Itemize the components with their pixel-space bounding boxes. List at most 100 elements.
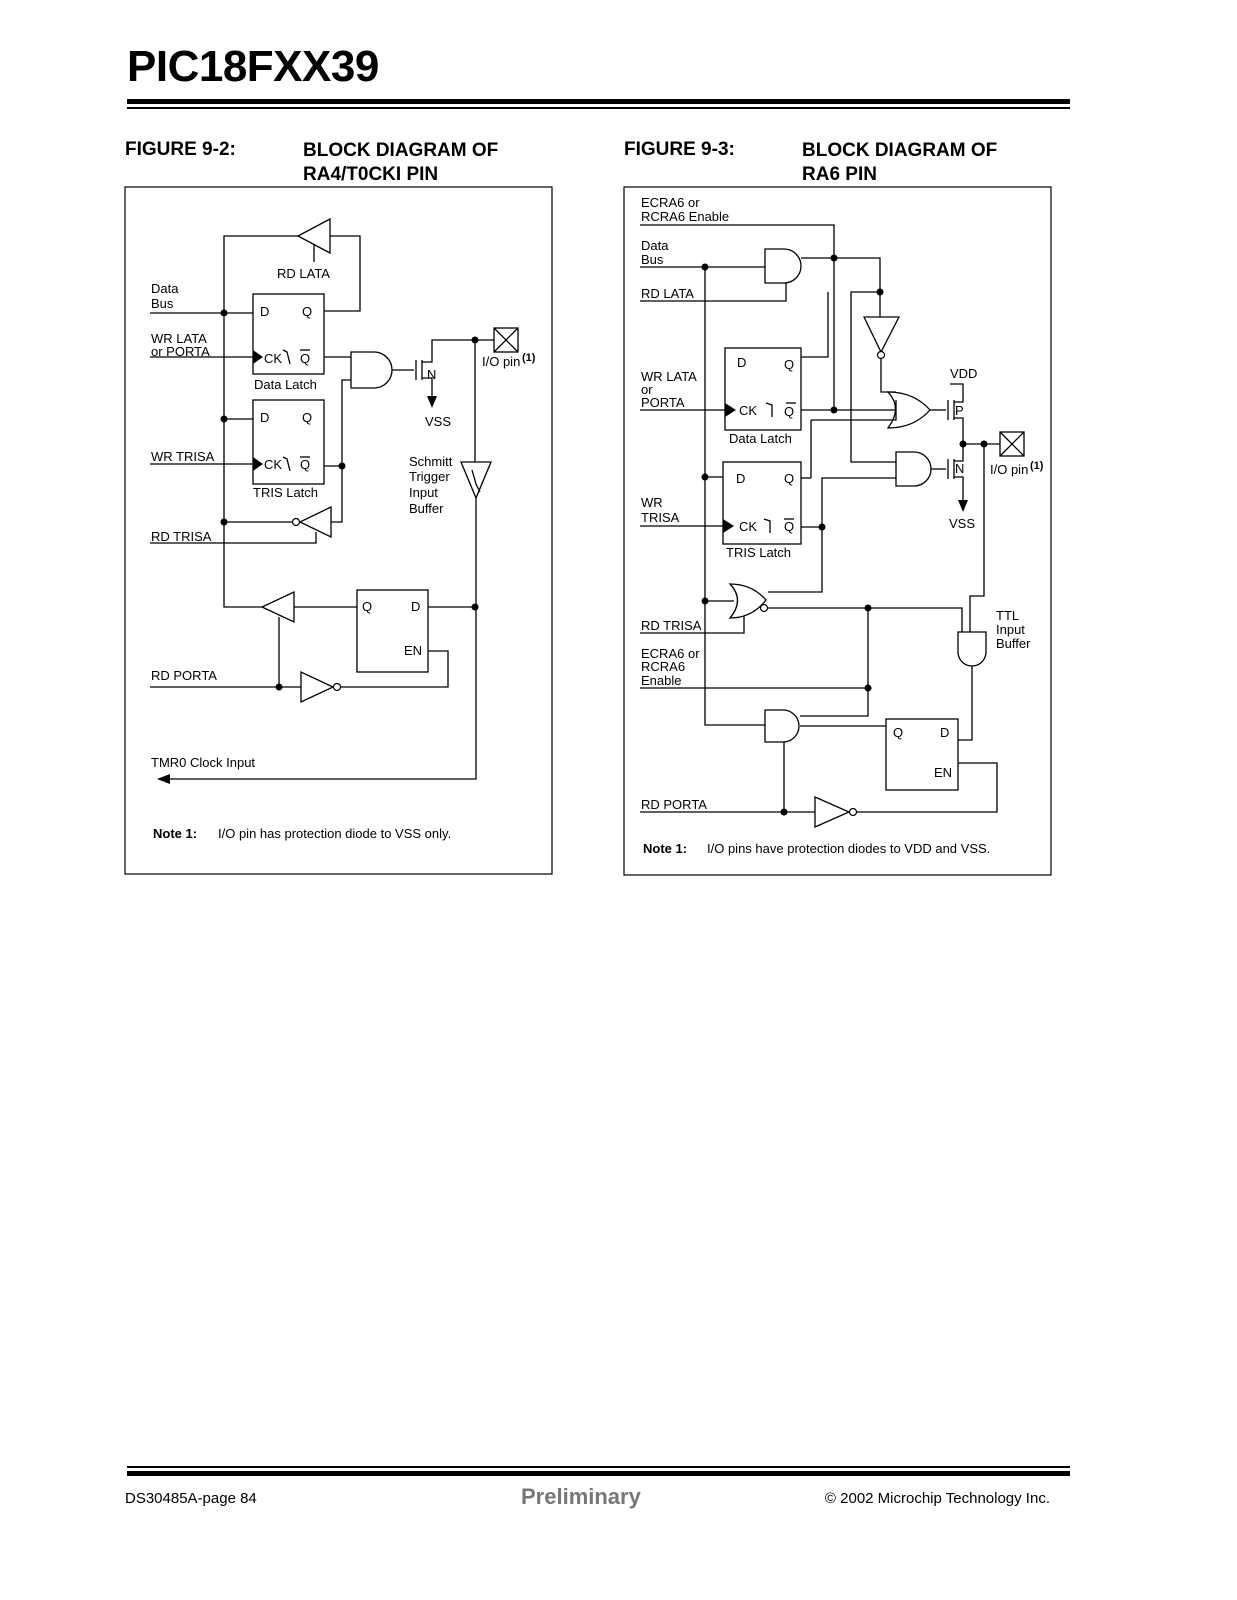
- figure-9-2-label: FIGURE 9-2:: [125, 139, 236, 160]
- label-wr-trisa: WR TRISA: [151, 449, 215, 464]
- label-ecra6b-3: Enable: [641, 673, 681, 688]
- tris-latch-qbar: Q: [300, 457, 310, 472]
- label-schmitt-3: Input: [409, 485, 438, 500]
- label-vss-2: VSS: [949, 516, 975, 531]
- ecra6-inverter: [862, 316, 901, 354]
- footer-copyright: © 2002 Microchip Technology Inc.: [824, 1490, 1050, 1507]
- label-trisa-2: TRISA: [641, 510, 680, 525]
- label-data-2: Data: [641, 238, 669, 253]
- label-rd-porta-2: RD PORTA: [641, 797, 707, 812]
- data-latch-ck: CK: [264, 351, 282, 366]
- figure-9-2-title: BLOCK DIAGRAM OF RA4/T0CKI PIN: [303, 139, 498, 187]
- figure-9-2-diagram: RD LATA Data Bus WR LATA or PORTA D Q CK…: [124, 186, 553, 875]
- tris-latch-2-d: D: [736, 471, 745, 486]
- data-latch-qbar: Q: [300, 351, 310, 366]
- data-latch-box-2: [724, 347, 802, 431]
- input-latch-2-en: EN: [934, 765, 952, 780]
- input-latch-q: Q: [362, 599, 372, 614]
- data-latch-q: Q: [302, 304, 312, 319]
- label-vss: VSS: [425, 414, 451, 429]
- label-tris-latch: TRIS Latch: [253, 485, 318, 500]
- input-latch-d: D: [411, 599, 420, 614]
- tris-latch-ck: CK: [264, 457, 282, 472]
- figure-9-3-note-text: I/O pins have protection diodes to VDD a…: [707, 841, 990, 856]
- figure-9-2-note-label: Note 1:: [153, 826, 197, 841]
- label-ecra6b-2: RCRA6: [641, 659, 685, 674]
- data-latch-d: D: [260, 304, 269, 319]
- tris-latch-2-qbar: Q: [784, 519, 794, 534]
- figure-9-3-diagram: ECRA6 or RCRA6 Enable Data Bus RD LATA W…: [623, 186, 1052, 876]
- rd-trisa-buffer: [298, 505, 332, 539]
- label-wr-lata-2: WR LATA: [641, 369, 697, 384]
- and-gate: [350, 351, 393, 389]
- label-schmitt-2: Trigger: [409, 469, 450, 484]
- data-latch-2-ck: CK: [739, 403, 757, 418]
- label-io-pin-sup: (1): [522, 352, 536, 364]
- input-latch-2-q: Q: [893, 725, 903, 740]
- label-rd-lata-2: RD LATA: [641, 286, 694, 301]
- label-ttl-3: Buffer: [996, 636, 1031, 651]
- input-latch-2-d: D: [940, 725, 949, 740]
- data-latch-2-q: Q: [784, 357, 794, 372]
- figure-9-2-frame: [124, 186, 553, 875]
- label-bus: Bus: [151, 296, 174, 311]
- label-tris-latch-2: TRIS Latch: [726, 545, 791, 560]
- footer-rule-thin: [127, 1466, 1070, 1468]
- input-latch-en: EN: [404, 643, 422, 658]
- label-rd-trisa: RD TRISA: [151, 529, 212, 544]
- header-rule-thin: [127, 107, 1070, 109]
- figure-9-2-title-line1: BLOCK DIAGRAM OF: [303, 140, 499, 161]
- label-schmitt-4: Buffer: [409, 501, 444, 516]
- label-io-pin-2: I/O pin: [990, 462, 1028, 477]
- label-porta-2: PORTA: [641, 395, 685, 410]
- rd-porta-inverter: [300, 670, 335, 704]
- document-title: PIC18FXX39: [127, 42, 379, 91]
- tris-latch-box: [252, 399, 325, 485]
- label-schmitt-1: Schmitt: [409, 454, 453, 469]
- label-io-pin-sup-2: (1): [1030, 460, 1044, 472]
- label-n-2: N: [955, 461, 964, 476]
- tris-latch-2-ck: CK: [739, 519, 757, 534]
- label-data: Data: [151, 281, 179, 296]
- label-vdd: VDD: [950, 366, 977, 381]
- tris-latch-d: D: [260, 410, 269, 425]
- label-rd-lata: RD LATA: [277, 266, 330, 281]
- label-ecra6-1: ECRA6 or: [641, 195, 700, 210]
- label-bus-2: Bus: [641, 252, 664, 267]
- figure-9-3-title-line1: BLOCK DIAGRAM OF: [802, 140, 998, 161]
- label-ttl-1: TTL: [996, 608, 1019, 623]
- figure-9-3-label: FIGURE 9-3:: [624, 139, 735, 160]
- n-drive-and-gate: [895, 451, 932, 487]
- label-tmr0: TMR0 Clock Input: [151, 755, 255, 770]
- rd-trisa-nor-gate: [728, 583, 767, 619]
- data-latch-2-qbar: Q: [784, 404, 794, 419]
- input-latch-box: [356, 589, 429, 673]
- label-n: N: [427, 367, 436, 382]
- label-data-latch-2: Data Latch: [729, 431, 792, 446]
- rd-porta-inverter-2: [814, 796, 851, 828]
- label-wr-2: WR: [641, 495, 663, 510]
- footer-doc-number: DS30485A-page 84: [125, 1490, 257, 1507]
- figure-9-2-title-line2: RA4/T0CKI PIN: [303, 164, 439, 185]
- label-wr-lata: WR LATA: [151, 331, 207, 346]
- label-rd-trisa-2: RD TRISA: [641, 618, 702, 633]
- figure-9-3-frame: [623, 186, 1052, 876]
- label-ecra6-2: RCRA6 Enable: [641, 209, 729, 224]
- label-or-2: or: [641, 382, 653, 397]
- label-ttl-2: Input: [996, 622, 1025, 637]
- header-rule-thick: [127, 99, 1070, 104]
- rd-porta-and-gate: [764, 709, 800, 743]
- rd-lata-and-gate: [764, 248, 802, 284]
- label-p: P: [955, 403, 964, 418]
- data-latch-2-d: D: [737, 355, 746, 370]
- label-rd-porta: RD PORTA: [151, 668, 217, 683]
- footer-rule-thick: [127, 1471, 1070, 1476]
- tris-latch-q: Q: [302, 410, 312, 425]
- figure-9-3-title: BLOCK DIAGRAM OF RA6 PIN: [802, 139, 997, 187]
- tris-latch-2-q: Q: [784, 471, 794, 486]
- label-data-latch: Data Latch: [254, 377, 317, 392]
- schmitt-trigger-buffer: [460, 461, 492, 500]
- figure-9-3-title-line2: RA6 PIN: [802, 164, 877, 185]
- footer-preliminary: Preliminary: [521, 1484, 641, 1509]
- figure-9-3-note-label: Note 1:: [643, 841, 687, 856]
